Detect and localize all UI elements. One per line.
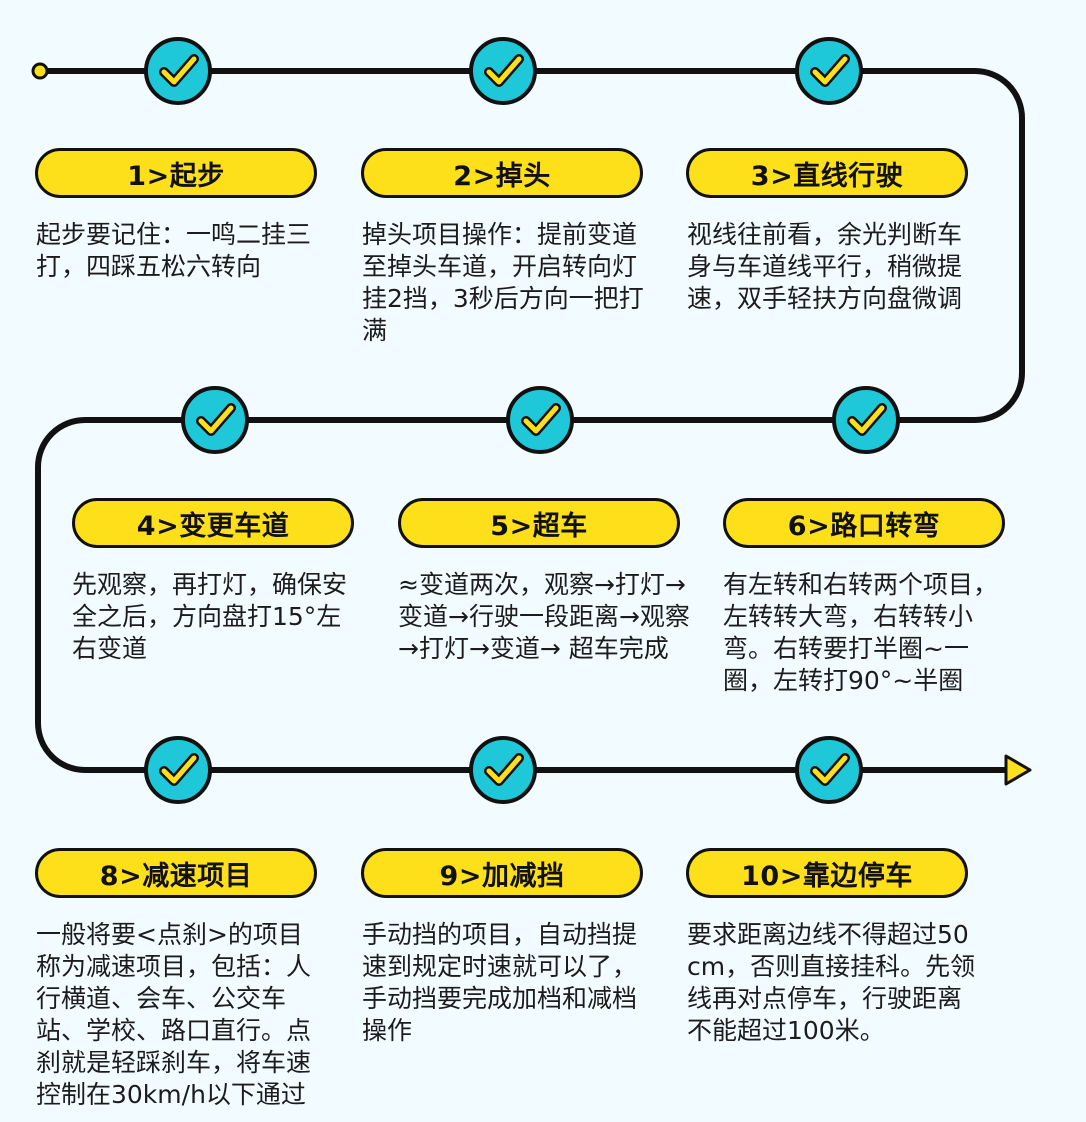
step-6-title: 6>路口转弯: [723, 498, 1005, 548]
check-circle-icon: [181, 386, 249, 454]
arrow-head-icon: [1004, 754, 1032, 786]
check-circle-icon: [506, 386, 574, 454]
check-circle-icon: [144, 736, 212, 804]
check-circle-icon: [832, 386, 900, 454]
check-circle-icon: [469, 37, 537, 105]
step-8-title: 8>减速项目: [35, 848, 317, 898]
step-10-text: 要求距离边线不得超过50cm，否则直接挂科。先领线再对点停车，行驶距离不能超过1…: [687, 920, 976, 1045]
check-circle-icon: [795, 736, 863, 804]
step-5-text: ≈变道两次，观察→打灯→变道→行驶一段距离→观察→打灯→变道→ 超车完成: [398, 570, 690, 663]
step-1-title: 1>起步: [35, 148, 317, 198]
start-dot-icon: [31, 62, 49, 80]
step-3-text: 视线往前看，余光判断车身与车道线平行，稍微提速，双手轻扶方向盘微调: [687, 220, 963, 313]
step-4-title: 4>变更车道: [72, 498, 354, 548]
step-8-text: 一般将要<点刹>的项目称为减速项目，包括：人行横道、会车、公交车站、学校、路口直…: [36, 920, 312, 1109]
step-6-text: 有左转和右转两个项目，左转转大弯，右转转小弯。右转要打半圈~一圈，左转打90°~…: [723, 570, 999, 695]
check-circle-icon: [795, 37, 863, 105]
check-circle-icon: [144, 37, 212, 105]
step-4-text: 先观察，再打灯，确保安全之后，方向盘打15°左右变道: [72, 570, 348, 663]
step-5-title: 5>超车: [398, 498, 680, 548]
step-2-text: 掉头项目操作：提前变道至掉头车道，开启转向灯挂2挡，3秒后方向一把打满: [362, 220, 644, 345]
step-3-title: 3>直线行驶: [686, 148, 968, 198]
step-1-text: 起步要记住：一鸣二挂三打，四踩五松六转向: [36, 220, 312, 281]
step-2-title: 2>掉头: [361, 148, 643, 198]
check-circle-icon: [469, 736, 537, 804]
step-10-title: 10>靠边停车: [686, 848, 968, 898]
step-9-text: 手动挡的项目，自动挡提速到规定时速就可以了，手动挡要完成加档和减档操作: [362, 920, 638, 1045]
step-9-title: 9>加减挡: [361, 848, 643, 898]
